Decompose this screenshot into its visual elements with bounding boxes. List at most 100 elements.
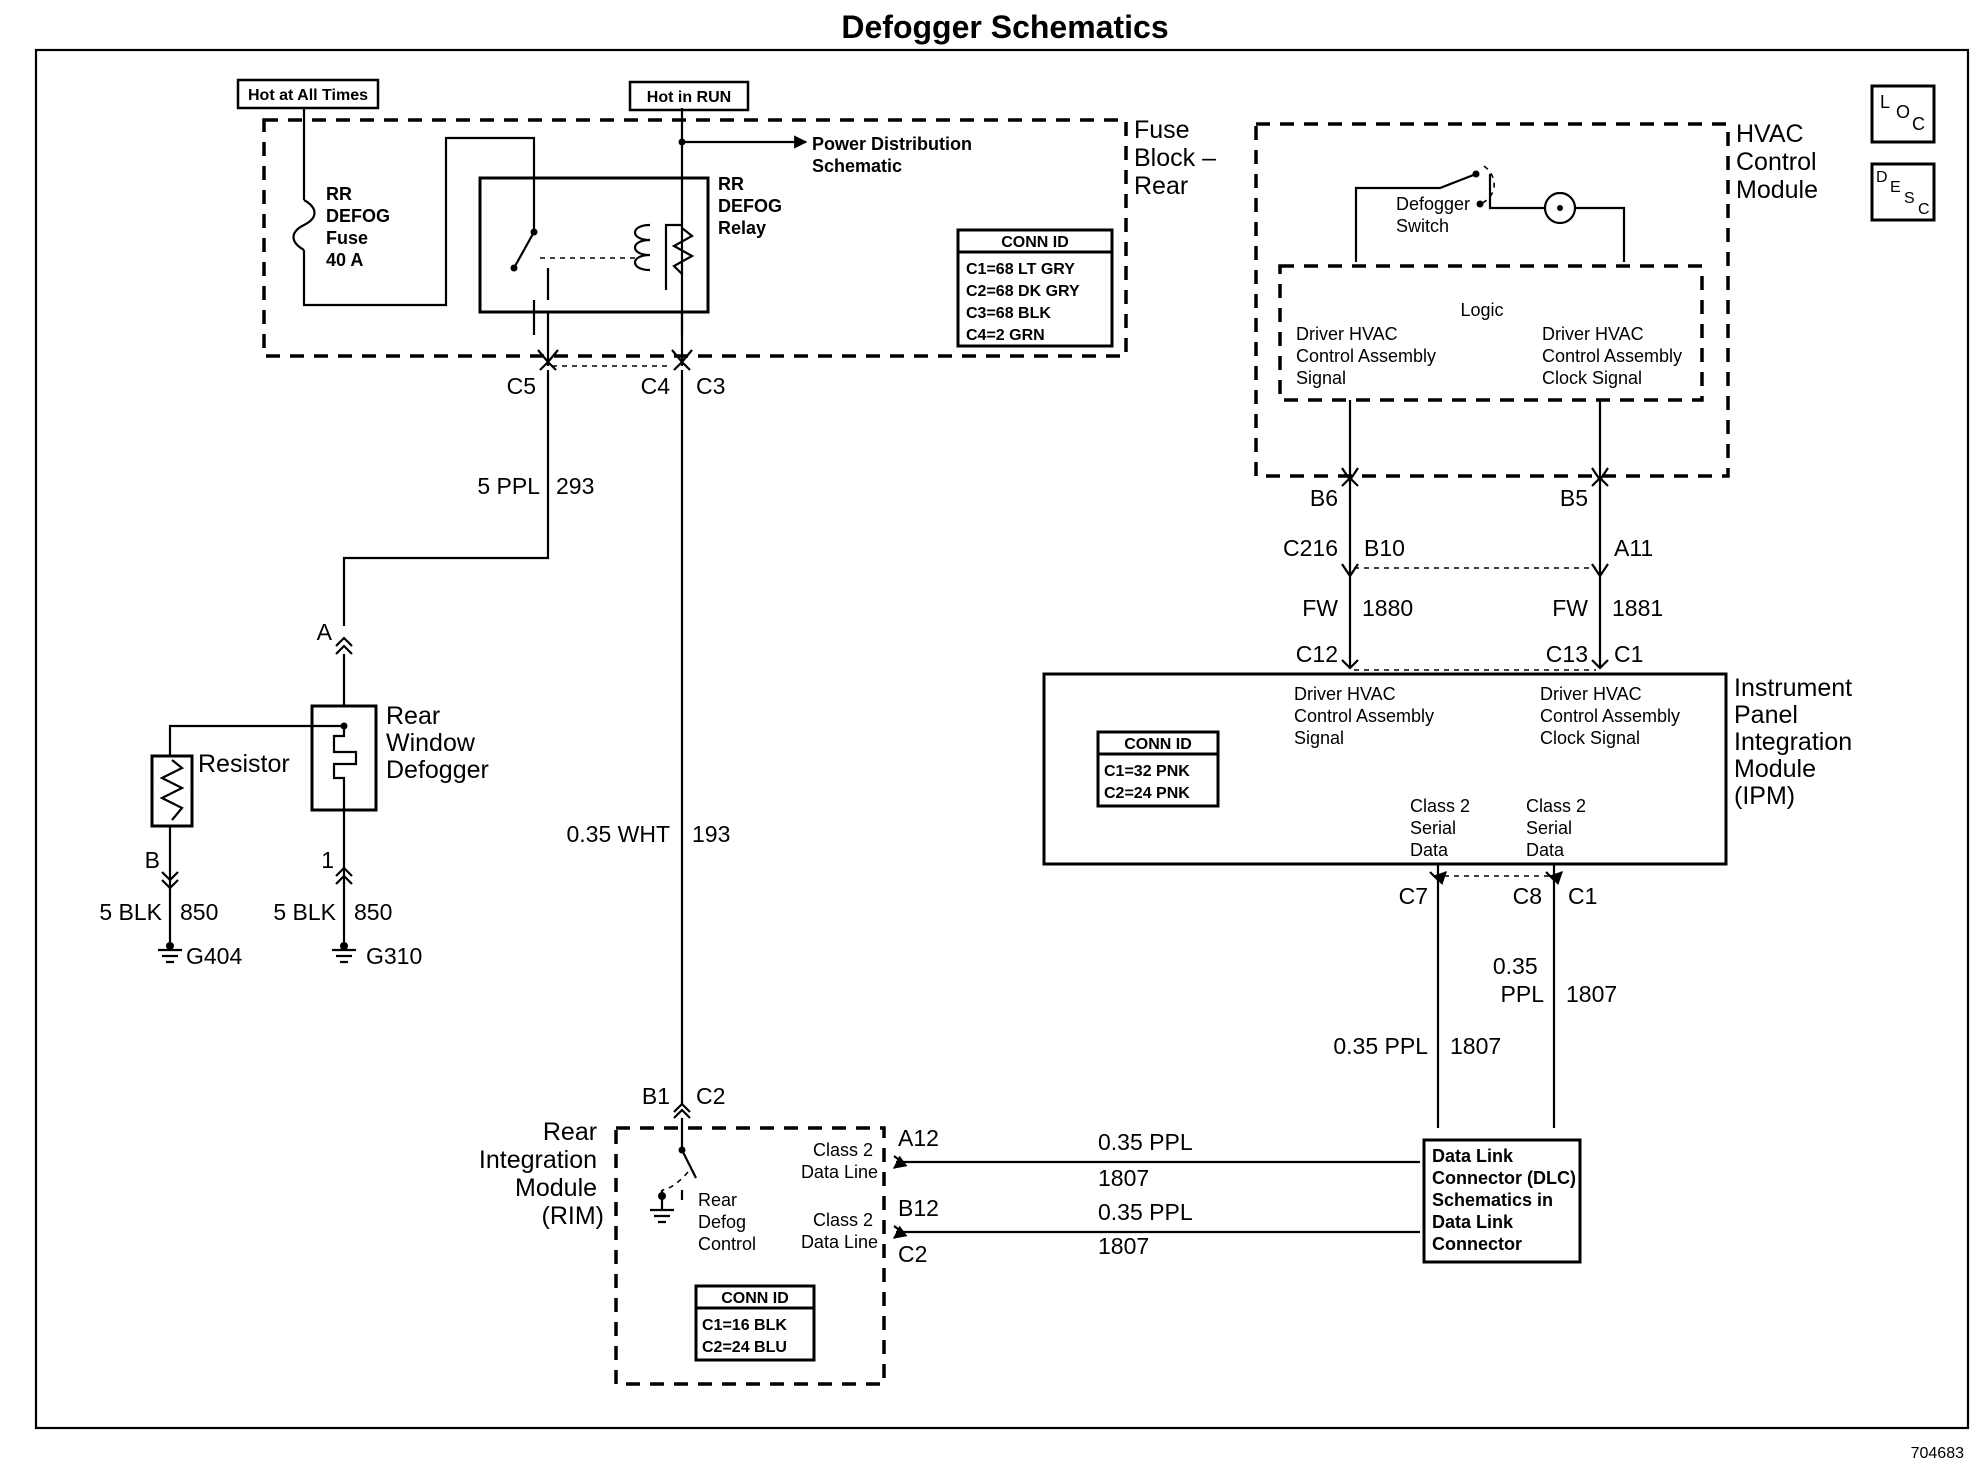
hvac-logic-boundary <box>1278 264 1704 402</box>
wire-1881-circuit: 1881 <box>1612 595 1663 621</box>
wire-850b-circuit: 850 <box>354 899 392 925</box>
svg-text:C1=68 LT GRY: C1=68 LT GRY <box>966 261 1075 278</box>
wire-1807-c8-circuit: 1807 <box>1566 981 1617 1007</box>
hot-at-all-times-label: Hot at All Times <box>236 78 380 110</box>
rr-defog-fuse-label: RR DEFOG Fuse 40 A <box>326 184 395 270</box>
instrument-panel-integration-module <box>1042 672 1728 866</box>
hvac-signal-label: Driver HVAC Control Assembly Signal <box>1296 324 1441 388</box>
ipm-pin-c1-bottom: C1 <box>1568 883 1597 909</box>
hot-in-run-label: Hot in RUN <box>628 80 750 112</box>
c4-pin: C4 <box>641 373 671 399</box>
defogger-pin-1: 1 <box>321 847 334 873</box>
ipm-clock-label: Driver HVAC Control Assembly Clock Signa… <box>1540 684 1685 748</box>
wire-1807-c7-circuit: 1807 <box>1450 1033 1501 1059</box>
rr-defog-relay-label: RR DEFOG Relay <box>718 174 787 238</box>
rim-ground-icon <box>650 1192 674 1224</box>
ipm-conn-id: CONN ID C1=32 PNK C2=24 PNK <box>1096 730 1220 808</box>
svg-text:CONN ID: CONN ID <box>721 1290 789 1307</box>
wire-1807-c7-size: 0.35 PPL <box>1333 1033 1428 1059</box>
rim-pin-c2-top: C2 <box>696 1083 725 1109</box>
svg-text:CONN ID: CONN ID <box>1124 736 1192 753</box>
wire-850a-circuit: 850 <box>180 899 218 925</box>
wire-1807-a12 <box>894 1156 1420 1168</box>
wire-1807-c8 <box>1545 864 1562 1128</box>
fuse-symbol <box>292 199 316 251</box>
fuse-block-title: Fuse Block – Rear <box>1134 116 1223 200</box>
defogger-pin-a: A <box>317 619 333 645</box>
ground-g310-icon <box>332 942 356 964</box>
wire-193-size: 0.35 WHT <box>566 821 670 847</box>
power-distribution-label: Power Distribution Schematic <box>812 134 977 176</box>
svg-text:C2=24 BLU: C2=24 BLU <box>702 1339 787 1356</box>
svg-text:CONN ID: CONN ID <box>1001 234 1069 251</box>
wire-1807-b12-circuit: 1807 <box>1098 1233 1149 1259</box>
dlc-label: Data Link Connector (DLC) Schematics in … <box>1432 1146 1581 1254</box>
svg-text:Hot in RUN: Hot in RUN <box>647 89 731 106</box>
wire-1807-b12-size: 0.35 PPL <box>1098 1199 1193 1225</box>
rim-defog-control-label: Rear Defog Control <box>698 1190 756 1254</box>
defogger-grid-symbol <box>332 724 358 810</box>
defogger-pin-a-connector <box>335 636 353 706</box>
relay-resistor <box>671 227 695 275</box>
ipm-class2-label-c7: Class 2 Serial Data <box>1410 796 1475 860</box>
ipm-pin-c12: C12 <box>1296 641 1338 667</box>
rim-pin-c2-bottom: C2 <box>898 1241 927 1267</box>
relay-contact <box>510 264 518 272</box>
resistor-wire <box>168 724 344 756</box>
hvac-control-module-title: HVAC Control Module <box>1736 120 1824 204</box>
ipm-pin-c8: C8 <box>1513 883 1542 909</box>
pin-b-connector <box>161 871 179 890</box>
wire-1807-a12-circuit: 1807 <box>1098 1165 1149 1191</box>
svg-text:O: O <box>1896 102 1910 122</box>
svg-text:C: C <box>1912 114 1925 134</box>
svg-text:C4=2 GRN: C4=2 GRN <box>966 327 1045 344</box>
wire-850a-size: 5 BLK <box>99 899 162 925</box>
ipm-class2-label-c8: Class 2 Serial Data <box>1526 796 1591 860</box>
wire-1880 <box>1341 400 1359 670</box>
relay-switch <box>513 178 550 335</box>
wire-1807-c8-size: 0.35 PPL <box>1493 953 1544 1007</box>
svg-text:Hot at All Times: Hot at All Times <box>248 87 368 104</box>
c5-pin: C5 <box>507 373 536 399</box>
c216-pin-b10: B10 <box>1364 535 1405 561</box>
rim-top-connector <box>673 1102 691 1119</box>
rim-class2-label-a12: Class 2 Data Line <box>801 1140 878 1182</box>
svg-text:L: L <box>1880 92 1890 112</box>
pds-splice <box>678 138 686 146</box>
defogger-switch-label: Defogger Switch <box>1396 194 1475 236</box>
rear-window-defogger-label: Rear Window Defogger <box>386 702 489 784</box>
rim-pin-a12: A12 <box>898 1125 939 1151</box>
indicator-lamp-icon <box>1543 191 1577 225</box>
rim-defog-control-switch <box>660 1118 697 1200</box>
wire-1880-circuit: 1880 <box>1362 595 1413 621</box>
ipm-pin-c13: C13 <box>1546 641 1588 667</box>
svg-text:E: E <box>1890 179 1901 196</box>
rr-defog-relay <box>478 176 710 314</box>
fuse-wire <box>302 108 536 307</box>
hvac-logic-label: Logic <box>1460 300 1503 320</box>
wire-293-circuit: 293 <box>556 473 594 499</box>
resistor <box>150 754 194 828</box>
hvac-pin-b6: B6 <box>1310 485 1338 511</box>
relay-pivot <box>530 228 538 236</box>
ipm-pin-c1-top: C1 <box>1614 641 1643 667</box>
wire-1807-b12 <box>894 1226 1420 1238</box>
hvac-pin-b5: B5 <box>1560 485 1588 511</box>
ground-g310-label: G310 <box>366 943 422 969</box>
ground-g404-label: G404 <box>186 943 242 969</box>
hvac-control-module-boundary <box>1254 122 1730 478</box>
c216-pin-a11: A11 <box>1614 535 1653 561</box>
drawing-frame <box>34 48 1970 1430</box>
page-title: Defogger Schematics <box>841 9 1168 45</box>
rim-conn-id: CONN ID C1=16 BLK C2=24 BLU <box>694 1284 816 1362</box>
defogger-pin-b: B <box>145 847 160 873</box>
defogger-switch-pivot <box>1472 170 1480 178</box>
c3-pin: C3 <box>696 373 725 399</box>
ground-g404-icon <box>158 942 182 964</box>
rim-pin-b1: B1 <box>642 1083 670 1109</box>
defogger-switch-circuit <box>1354 172 1626 262</box>
rim-pin-b12: B12 <box>898 1195 939 1221</box>
